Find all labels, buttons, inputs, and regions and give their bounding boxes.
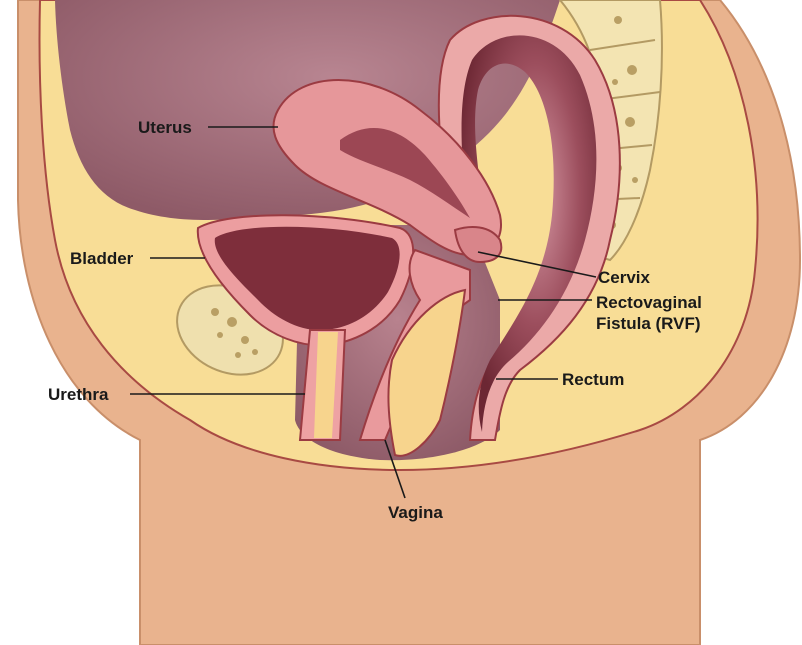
vagina — [358, 248, 471, 457]
label-cervix: Cervix — [598, 268, 650, 287]
label-rectum: Rectum — [562, 370, 625, 389]
bladder — [196, 214, 415, 347]
vagina-leader — [384, 439, 406, 499]
label-urethra: Urethra — [48, 385, 109, 404]
label-rectovaginal-fistula: Rectovaginal Fistula (RVF) — [596, 292, 702, 334]
label-rvf-line2: Fistula (RVF) — [596, 314, 701, 333]
label-vagina: Vagina — [388, 503, 443, 522]
label-rvf-line1: Rectovaginal — [596, 293, 702, 312]
label-uterus: Uterus — [138, 118, 192, 137]
leader-lines — [130, 126, 597, 499]
label-bladder: Bladder — [70, 249, 134, 268]
cervix-leader — [477, 251, 597, 278]
